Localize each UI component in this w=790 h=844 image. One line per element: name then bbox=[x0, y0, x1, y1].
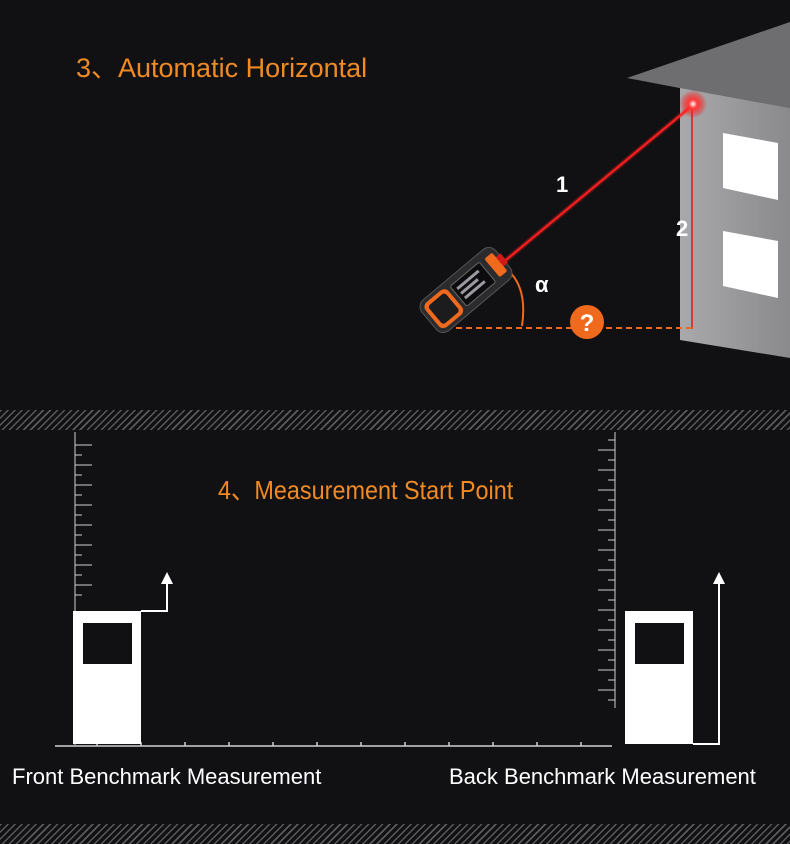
ground-line bbox=[55, 742, 612, 747]
measurement-start-point-illustration bbox=[55, 432, 725, 747]
building-window-upper bbox=[723, 133, 778, 200]
laser-point bbox=[679, 90, 707, 118]
label-height: 2 bbox=[676, 216, 688, 241]
label-unknown: ? bbox=[580, 310, 595, 337]
rangefinder-device bbox=[419, 247, 513, 333]
label-laser-distance: 1 bbox=[556, 172, 568, 197]
building bbox=[627, 22, 790, 358]
building-window-lower bbox=[723, 231, 778, 298]
automatic-horizontal-illustration bbox=[419, 22, 790, 358]
hatched-divider-top bbox=[0, 410, 790, 430]
section-title-automatic-horizontal: 3、Automatic Horizontal bbox=[76, 53, 368, 83]
label-angle: α bbox=[535, 272, 549, 297]
back-device bbox=[625, 611, 693, 744]
front-device bbox=[73, 611, 141, 744]
caption-front-benchmark: Front Benchmark Measurement bbox=[12, 764, 322, 789]
automatic-horizontal-labels: 1 2 α ? bbox=[535, 172, 688, 337]
question-marker bbox=[570, 305, 604, 339]
back-arrow bbox=[693, 572, 725, 745]
right-ruler bbox=[598, 432, 616, 708]
section-title-measurement-start-point: 4、Measurement Start Point bbox=[218, 475, 514, 505]
laser-beam bbox=[505, 103, 695, 261]
front-arrow bbox=[141, 572, 173, 612]
building-roof bbox=[627, 22, 790, 108]
caption-back-benchmark: Back Benchmark Measurement bbox=[449, 764, 756, 789]
hatched-divider-bottom bbox=[0, 824, 790, 844]
